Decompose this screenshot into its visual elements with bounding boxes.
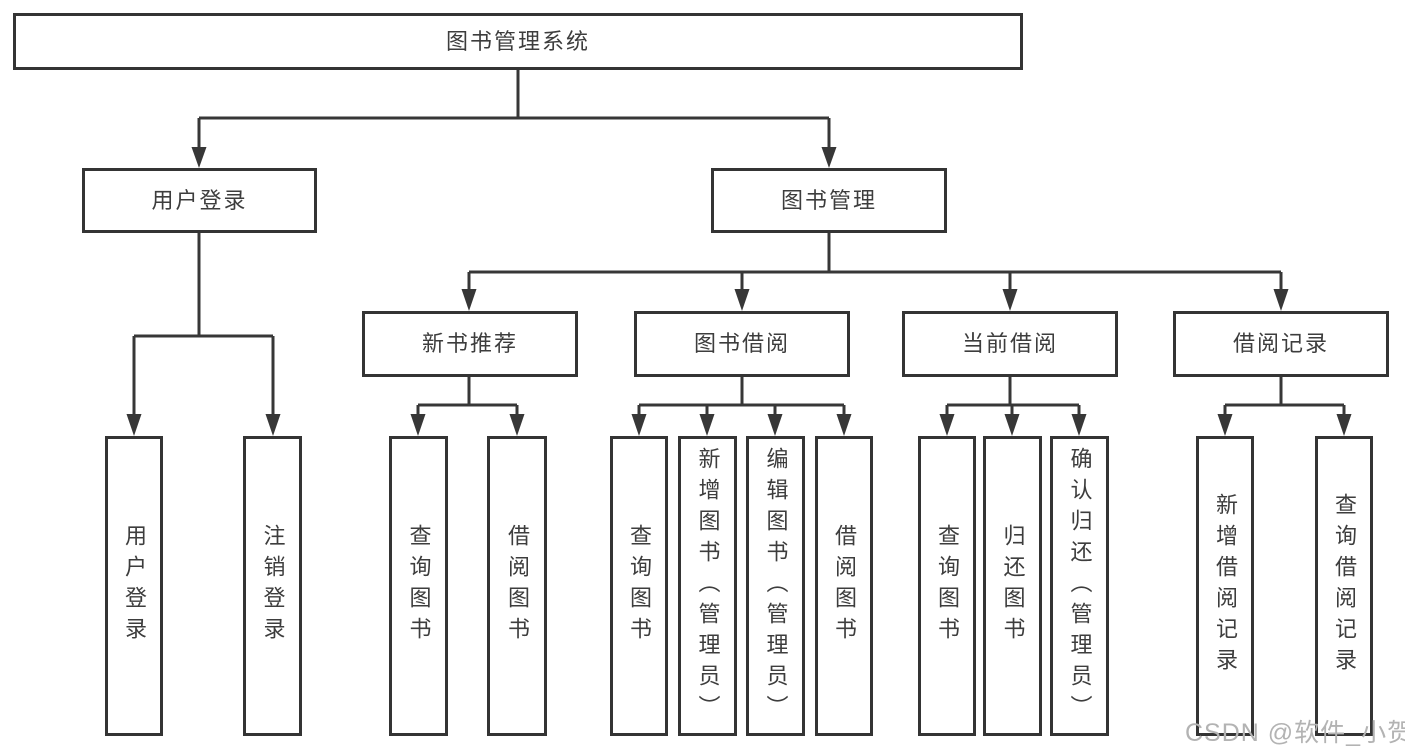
connector-records-to-leaves [1217,377,1352,436]
leaf-borrow-books-recommend: 借阅图书 [487,436,547,736]
leaf-return-books: 归还图书 [983,436,1042,736]
node-root-system: 图书管理系统 [13,13,1023,70]
connector-root-to-level2 [191,69,837,168]
leaf-query-books-recommend: 查询图书 [389,436,448,736]
leaf-edit-books-admin: 编辑图书（管理员） [746,436,805,736]
node-user-login: 用户登录 [82,168,317,233]
node-borrow-records: 借阅记录 [1173,311,1389,377]
connector-current-to-leaves [939,377,1087,436]
leaf-user-login: 用户登录 [105,436,163,736]
leaf-confirm-return-admin: 确认归还（管理员） [1050,436,1109,736]
leaf-query-books-borrow: 查询图书 [610,436,668,736]
leaf-add-books-admin: 新增图书（管理员） [678,436,737,736]
leaf-logout: 注销登录 [243,436,302,736]
node-new-book-recommend: 新书推荐 [362,311,578,377]
connector-recommend-to-leaves [410,377,525,436]
node-current-borrow: 当前借阅 [902,311,1118,377]
leaf-add-borrow-record: 新增借阅记录 [1196,436,1254,736]
leaf-query-borrow-record: 查询借阅记录 [1315,436,1373,736]
node-book-management: 图书管理 [711,168,947,233]
leaf-borrow-books: 借阅图书 [815,436,873,736]
connector-book-management-to-level3 [461,233,1289,311]
connector-user-login-to-leaves [126,233,281,436]
connector-borrow-to-leaves [631,377,852,436]
node-book-borrow: 图书借阅 [634,311,850,377]
csdn-watermark: CSDN @软件_小贺同学 [1185,719,1405,747]
leaf-query-books-current: 查询图书 [918,436,976,736]
